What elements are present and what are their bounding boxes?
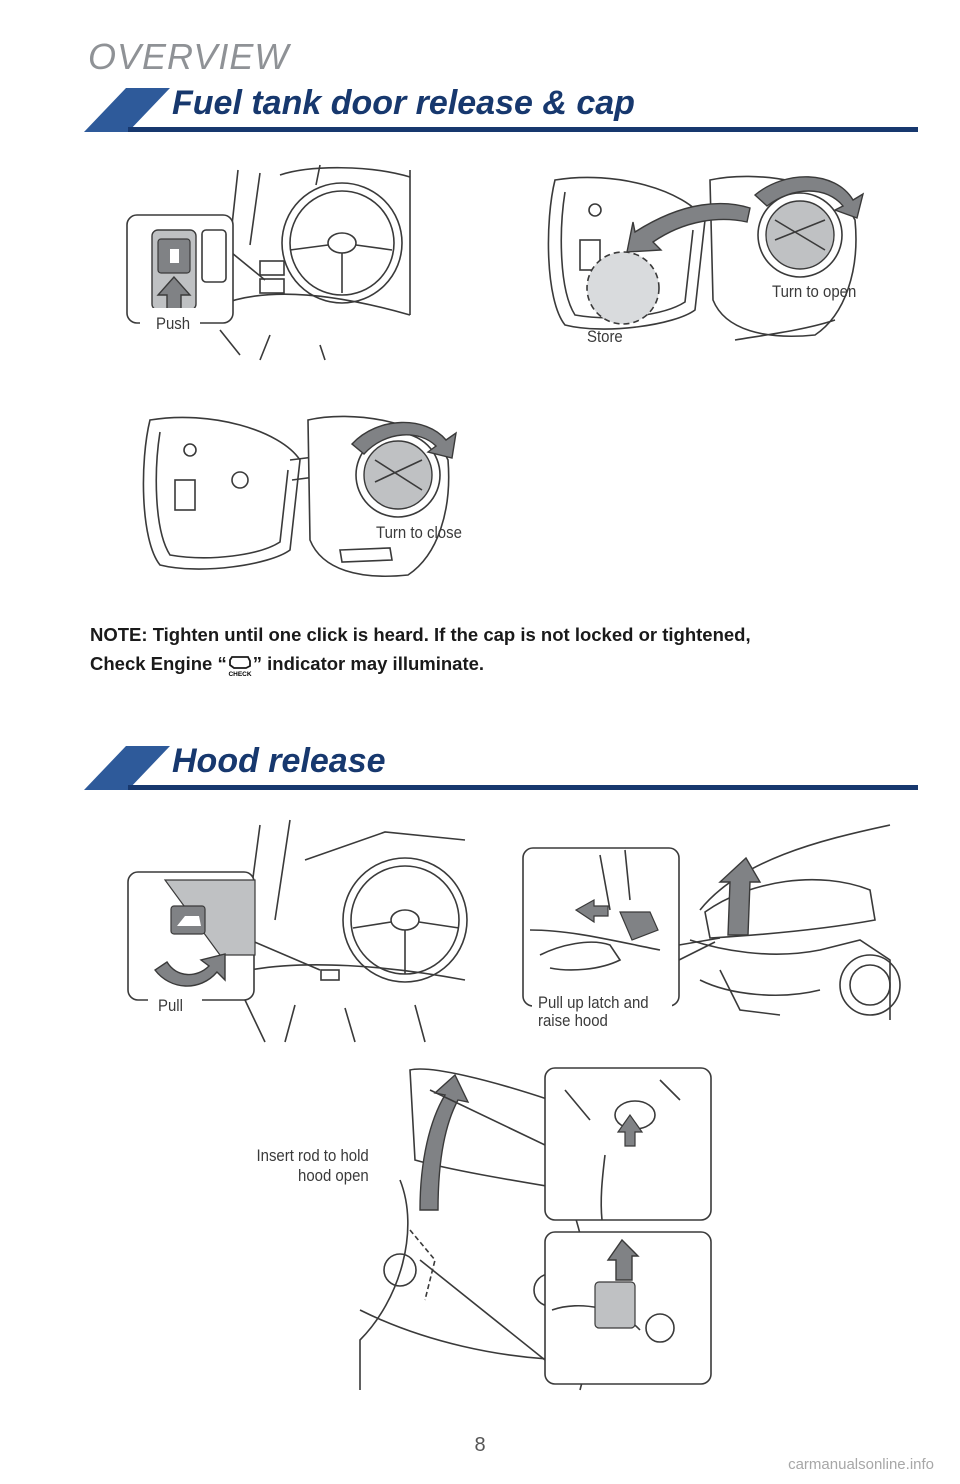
page-section-heading: OVERVIEW: [88, 36, 289, 78]
store-label: Store: [587, 327, 623, 347]
page-number: 8: [0, 1434, 960, 1457]
turn-to-open-label: Turn to open: [772, 282, 856, 302]
pull-label: Pull: [158, 996, 183, 1016]
hood-support-rod-illustration: [340, 1060, 720, 1390]
turn-to-close-label: Turn to close: [376, 523, 462, 543]
fuel-section-title: Fuel tank door release & cap: [172, 84, 635, 123]
note-line-1: NOTE: Tighten until one click is heard. …: [90, 620, 910, 649]
hood-section-banner: [0, 738, 960, 798]
rod-label: Insert rod to hold hood open: [254, 1146, 369, 1186]
note-line-2: Check Engine “CHECK” indicator may illum…: [90, 649, 910, 678]
fuel-cap-close-illustration: [130, 400, 470, 600]
push-label: Push: [156, 314, 190, 334]
svg-text:CHECK: CHECK: [228, 671, 251, 678]
fuel-cap-open-illustration: [535, 160, 875, 350]
hood-section-title: Hood release: [172, 742, 386, 781]
watermark: carmanualsonline.info: [788, 1456, 934, 1473]
latch-label: Pull up latch and raise hood: [538, 994, 649, 1030]
check-engine-icon: CHECK: [227, 653, 253, 677]
fuel-cap-note: NOTE: Tighten until one click is heard. …: [90, 620, 910, 678]
